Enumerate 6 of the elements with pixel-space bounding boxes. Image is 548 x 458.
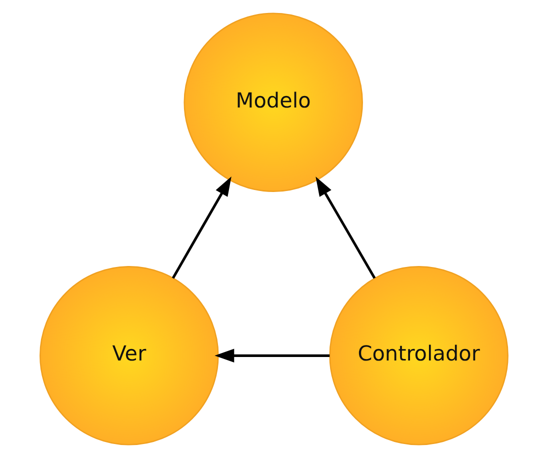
- node-circle: Controlador: [329, 266, 508, 446]
- node-circle: Ver: [40, 266, 219, 446]
- arrow: [214, 348, 330, 362]
- node-circle: Modelo: [184, 12, 363, 192]
- arrow: [172, 176, 232, 279]
- arrow: [316, 176, 376, 279]
